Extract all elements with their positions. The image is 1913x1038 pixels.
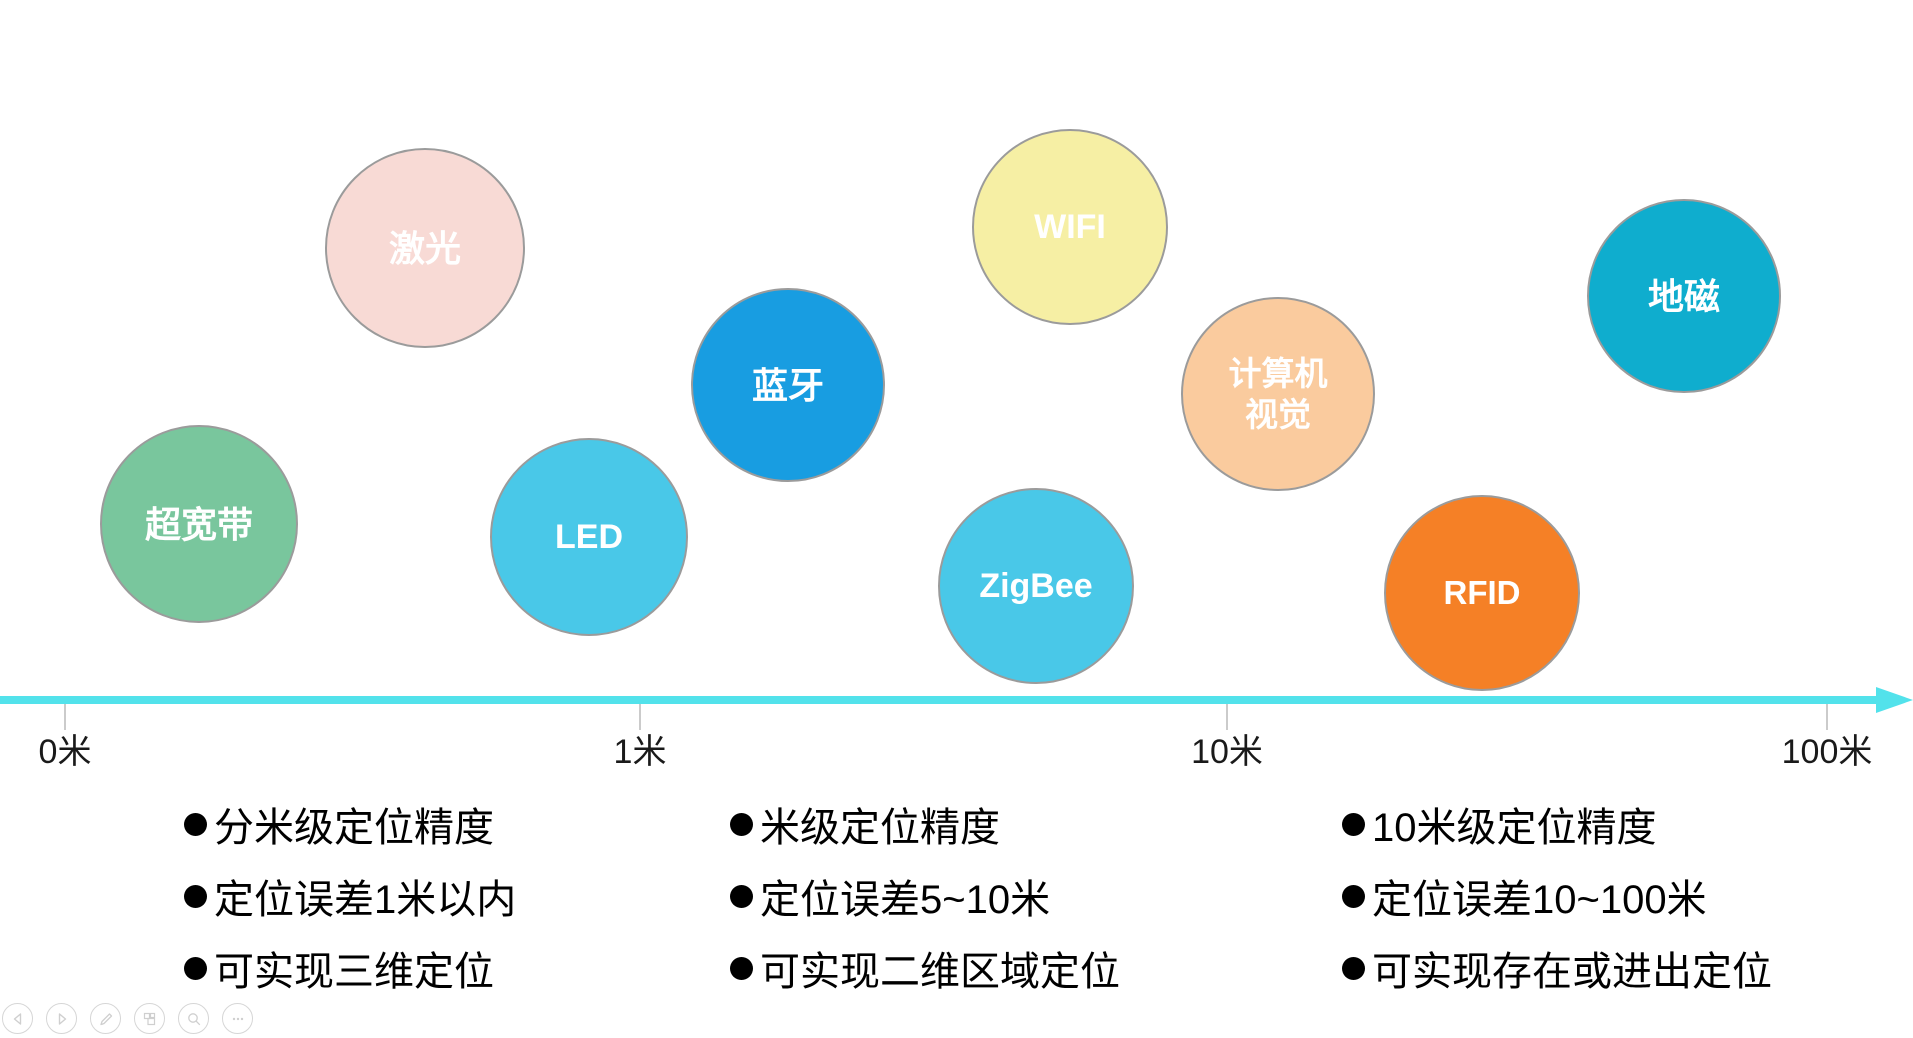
bullet-column-meter: 米级定位精度 定位误差5~10米 可实现二维区域定位 [730,788,1120,1004]
bullet-text: 可实现三维定位 [214,950,494,994]
bubble-geomagnetic-label: 地磁 [1647,275,1720,317]
bullet-dot-icon [1342,884,1365,908]
bullet-item: 米级定位精度 [730,788,1120,860]
bubble-computer-vision-label: 计算机 视觉 [1228,354,1328,433]
bubble-bluetooth-label: 蓝牙 [751,364,824,406]
bullet-text: 分米级定位精度 [214,806,494,850]
bullet-text: 定位误差5~10米 [760,878,1051,922]
more-ellipsis-icon [232,1017,243,1020]
axis-label-10m: 10米 [1191,733,1263,771]
bullet-column-decimeter: 分米级定位精度 定位误差1米以内 可实现三维定位 [184,788,516,1004]
bullet-text: 米级定位精度 [760,806,1000,850]
bullet-text: 定位误差1米以内 [214,878,517,922]
bubble-uwb: 超宽带 [100,425,298,623]
bullet-dot-icon [1342,956,1365,980]
bullet-item: 分米级定位精度 [184,788,516,860]
bullet-dot-icon [184,956,207,980]
bubble-zigbee: ZigBee [938,488,1134,684]
bullet-item: 定位误差5~10米 [730,860,1120,932]
bubble-laser-label: 激光 [388,227,461,269]
bubble-wifi-label: WIFI [1034,207,1106,246]
bullet-text: 10米级定位精度 [1372,806,1657,850]
slides-icon [143,1012,155,1025]
bullet-item: 10米级定位精度 [1342,788,1772,860]
zoom-button[interactable] [178,1003,209,1034]
bubble-led: LED [490,438,688,636]
bullet-dot-icon [730,884,753,908]
pen-annotate-button[interactable] [90,1003,121,1034]
axis-tick-100m [1826,704,1828,730]
bubble-rfid: RFID [1384,495,1580,691]
bubble-geomagnetic: 地磁 [1587,199,1781,393]
axis-label-100m: 100米 [1781,733,1873,771]
axis-line [0,696,1878,704]
slides-panel-button[interactable] [134,1003,165,1034]
bullet-dot-icon [184,884,207,908]
bullet-item: 定位误差1米以内 [184,860,516,932]
axis-tick-10m [1226,704,1228,730]
bubble-uwb-label: 超宽带 [144,503,253,545]
bullet-column-10meter: 10米级定位精度 定位误差10~100米 可实现存在或进出定位 [1342,788,1772,1004]
bullet-text: 定位误差10~100米 [1372,878,1707,922]
next-icon [58,1012,66,1025]
bullet-dot-icon [730,812,753,836]
axis-label-0m: 0米 [38,733,92,771]
bullet-dot-icon [184,812,207,836]
previous-slide-button[interactable] [2,1003,33,1034]
bullet-item: 定位误差10~100米 [1342,860,1772,932]
axis-tick-1m [639,704,641,730]
more-options-button[interactable] [222,1003,253,1034]
next-slide-button[interactable] [46,1003,77,1034]
previous-icon [13,1012,21,1025]
axis-tick-0m [64,704,66,730]
bullet-dot-icon [1342,812,1365,836]
bubble-laser: 激光 [325,148,525,348]
bubble-zigbee-label: ZigBee [979,566,1093,605]
pen-icon [99,1012,112,1025]
bubble-computer-vision: 计算机 视觉 [1181,297,1375,491]
magnifier-icon [187,1012,200,1025]
axis-label-1m: 1米 [613,733,667,771]
bubble-wifi: WIFI [972,129,1168,325]
bubble-rfid-label: RFID [1443,574,1521,612]
bullet-text: 可实现存在或进出定位 [1372,950,1772,994]
bullet-item: 可实现存在或进出定位 [1342,932,1772,1004]
axis-arrowhead-icon [1876,687,1913,713]
bubble-led-label: LED [555,517,623,556]
bullet-text: 可实现二维区域定位 [760,950,1120,994]
bullet-dot-icon [730,956,753,980]
bullet-item: 可实现三维定位 [184,932,516,1004]
bubble-bluetooth: 蓝牙 [691,288,885,482]
bullet-item: 可实现二维区域定位 [730,932,1120,1004]
